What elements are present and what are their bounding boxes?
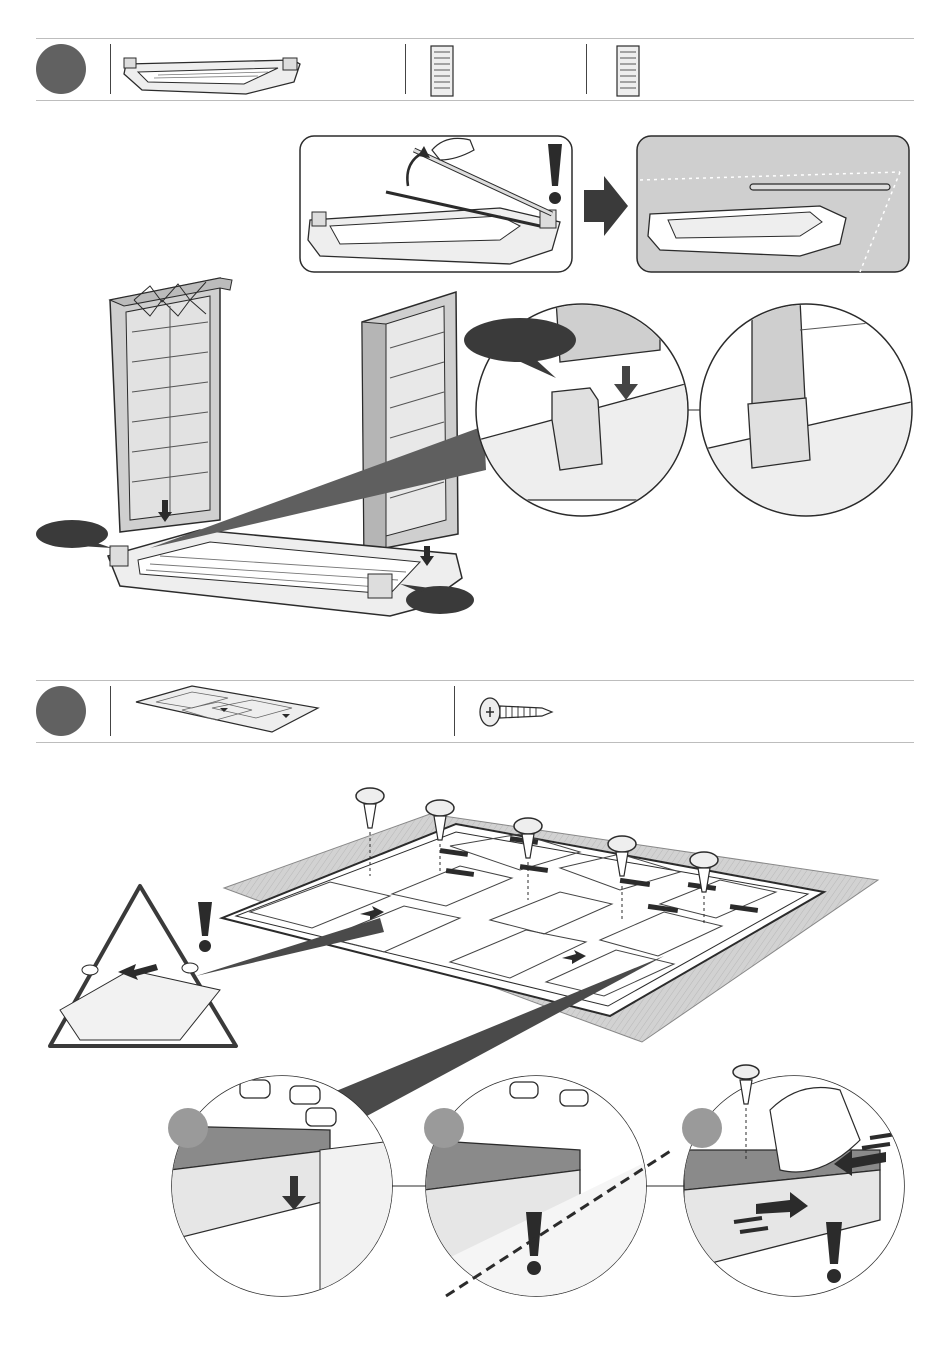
screw-part-icon: [476, 692, 556, 732]
callout-bubble: [36, 520, 112, 548]
step2-number-badge: [36, 686, 86, 736]
step2-bottom-rule: [36, 742, 914, 743]
step2-divider: [110, 686, 111, 736]
step2-illustration: [0, 760, 950, 1353]
attention-triangle: [50, 886, 236, 1046]
floor-panel-part-icon: [132, 684, 322, 738]
detail-badge-a: [168, 1108, 208, 1148]
step1-illustration: [0, 0, 950, 660]
step2-top-rule: [36, 680, 914, 681]
detail-badge-c: [682, 1108, 722, 1148]
floor-panel: [222, 824, 824, 1016]
left-wall-panel: [110, 278, 232, 532]
right-wall-panel: [362, 292, 458, 552]
step2-divider: [454, 686, 455, 736]
exclamation-icon: [198, 902, 212, 952]
detail-badge-b: [424, 1108, 464, 1148]
right-arrow-icon: [584, 176, 628, 236]
